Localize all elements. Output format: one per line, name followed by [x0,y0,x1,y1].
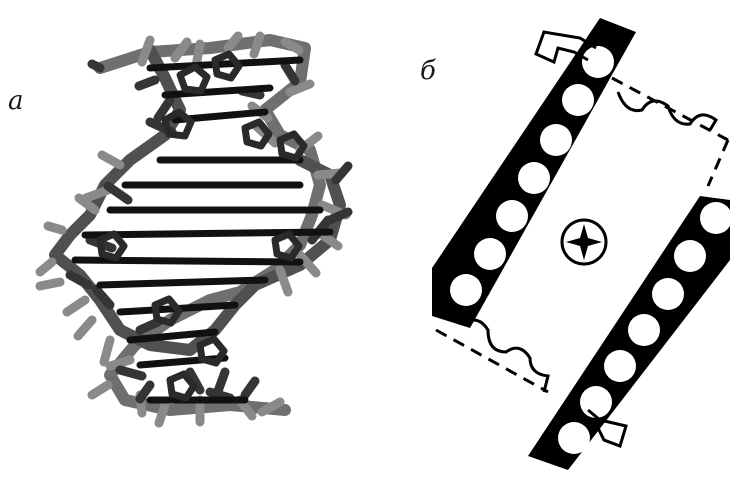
panel-label-b: б [420,56,436,86]
bracket-top [534,30,597,65]
center-star-icon [560,218,608,266]
nucleotide-rings [96,50,308,402]
schematic-diagram [432,18,730,470]
side-groups-dark [65,59,353,404]
scallops-left [450,46,614,306]
bracket-bottom [587,408,628,448]
side-groups-gray [35,31,351,428]
backbone-strand-2 [49,44,346,356]
wavy-curve-lower [447,299,550,393]
panel-label-a: а [8,86,24,116]
dna-helix-model [35,31,353,428]
wavy-curve-upper [616,91,718,131]
